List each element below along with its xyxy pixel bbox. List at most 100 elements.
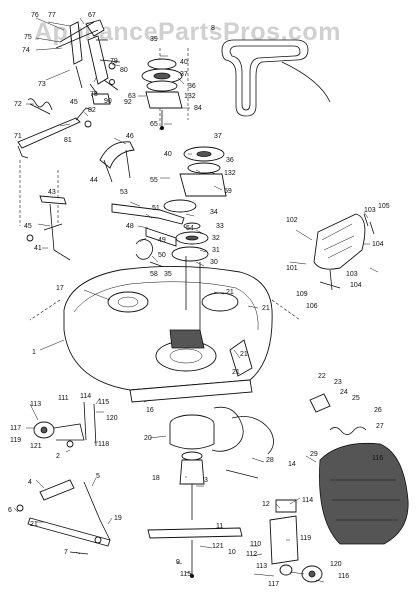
callout-35: 35 — [164, 271, 172, 278]
callout-92: 92 — [124, 99, 132, 106]
left-idler-pulley — [33, 401, 97, 448]
callout-104-lower: 104 — [350, 282, 362, 289]
callout-116-left: 113 — [30, 401, 41, 408]
callout-12: 11 — [216, 523, 223, 530]
callout-44: 44 — [90, 177, 98, 184]
callout-132-upper: 132 — [184, 93, 196, 100]
belt-guide — [211, 406, 274, 479]
callout-43: 43 — [48, 189, 56, 196]
callout-21-c: 21 — [240, 351, 248, 358]
callout-25: 26 — [374, 407, 382, 414]
callout-71: 71 — [14, 133, 22, 140]
callout-26: 27 — [376, 423, 384, 430]
callout-4: 5 — [96, 473, 100, 480]
callout-114-left: 115 — [98, 399, 109, 406]
callout-18: 3 — [204, 477, 208, 484]
callout-39: 39 — [150, 36, 158, 43]
callout-132-lower: 132 — [224, 170, 236, 177]
callout-21-a: 21 — [226, 289, 234, 296]
callout-19: 7 — [64, 549, 68, 556]
callout-114-right: 12 — [262, 501, 270, 508]
idler-bracket-assembly — [26, 141, 227, 271]
discharge-chute-assembly — [313, 213, 375, 291]
callout-2: 16 — [146, 407, 154, 414]
callout-67: 67 — [88, 12, 96, 19]
callout-21-b: 21 — [262, 305, 270, 312]
callout-101: 101 — [286, 265, 298, 272]
callout-7: 121 — [212, 543, 224, 550]
idler-pulley-stack — [141, 48, 189, 130]
callout-65: 65 — [150, 121, 158, 128]
callout-81: 81 — [64, 137, 72, 144]
callout-10: 9 — [176, 559, 180, 566]
callout-76: 76 — [31, 12, 39, 19]
callout-37-lower: 37 — [214, 133, 222, 140]
callout-120-left: 117 — [10, 425, 21, 432]
callout-55: 55 — [150, 177, 158, 184]
callout-14: 18 — [152, 475, 160, 482]
callout-24: 25 — [352, 395, 360, 402]
callout-119-right: 113 — [256, 563, 267, 570]
callout-72: 72 — [14, 101, 22, 108]
callout-84: 84 — [194, 105, 202, 112]
callout-59: 59 — [224, 188, 232, 195]
callout-115-left: 120 — [106, 415, 118, 422]
callout-112: 119 — [300, 535, 311, 542]
callout-9: 115 — [180, 571, 191, 578]
callout-16: 20 — [144, 435, 152, 442]
callout-102: 102 — [286, 217, 298, 224]
callout-105: 105 — [378, 203, 390, 210]
callout-51: 51 — [152, 205, 160, 212]
callout-120-right: 116 — [338, 573, 349, 580]
callout-27: 116 — [372, 455, 383, 462]
callout-106: 106 — [306, 303, 318, 310]
leader-lines — [13, 17, 379, 583]
callout-121-left: 118 — [98, 441, 109, 448]
callout-6: 21 — [30, 521, 38, 528]
callout-36-upper: 36 — [188, 83, 196, 90]
callout-121-right: 114 — [302, 497, 313, 504]
callout-113-right: 117 — [268, 581, 279, 588]
callout-63: 63 — [128, 93, 136, 100]
callout-22: 23 — [334, 379, 342, 386]
callout-45-upper: 45 — [70, 99, 78, 106]
callout-21-e: 22 — [318, 373, 326, 380]
callout-110: 112 — [246, 551, 257, 558]
callout-46: 46 — [126, 133, 134, 140]
callout-40-lower: 40 — [164, 151, 172, 158]
callout-109: 109 — [296, 291, 308, 298]
lift-linkage-assembly — [17, 19, 121, 226]
callout-40-upper: 40 — [180, 59, 188, 66]
callout-45-lower: 45 — [24, 223, 32, 230]
callout-119-left: 121 — [30, 443, 42, 450]
callout-3: 4 — [28, 479, 32, 486]
callout-48: 48 — [126, 223, 134, 230]
callout-21-d: 21 — [232, 369, 240, 376]
drive-belt-illustration — [221, 39, 331, 117]
callout-54: 54 — [186, 225, 194, 232]
callout-37-upper: 37 — [180, 71, 188, 78]
callout-103-lower: 103 — [346, 271, 358, 278]
callout-117-right: 120 — [330, 561, 342, 568]
callout-17: 17 — [56, 285, 64, 292]
callout-49: 49 — [158, 237, 166, 244]
callout-79: 79 — [110, 58, 118, 65]
callout-111: 114 — [80, 393, 91, 400]
callout-11: 10 — [228, 549, 236, 556]
mower-deck — [29, 256, 301, 403]
callout-31: 31 — [212, 247, 220, 254]
callout-73: 73 — [38, 81, 46, 88]
callout-41: 41 — [34, 245, 42, 252]
callout-numbers: 76 77 67 75 74 73 79 80 78 90 92 72 45 8… — [8, 12, 390, 588]
callout-28: 29 — [310, 451, 318, 458]
callout-36-lower: 36 — [226, 157, 234, 164]
callout-53: 53 — [120, 189, 128, 196]
callout-23: 24 — [340, 389, 348, 396]
callout-77: 77 — [48, 12, 56, 19]
callout-118: 2 — [56, 453, 60, 460]
callout-32: 32 — [212, 235, 220, 242]
callout-33: 33 — [216, 223, 224, 230]
callout-30: 30 — [210, 259, 218, 266]
callout-78: 78 — [90, 91, 98, 98]
